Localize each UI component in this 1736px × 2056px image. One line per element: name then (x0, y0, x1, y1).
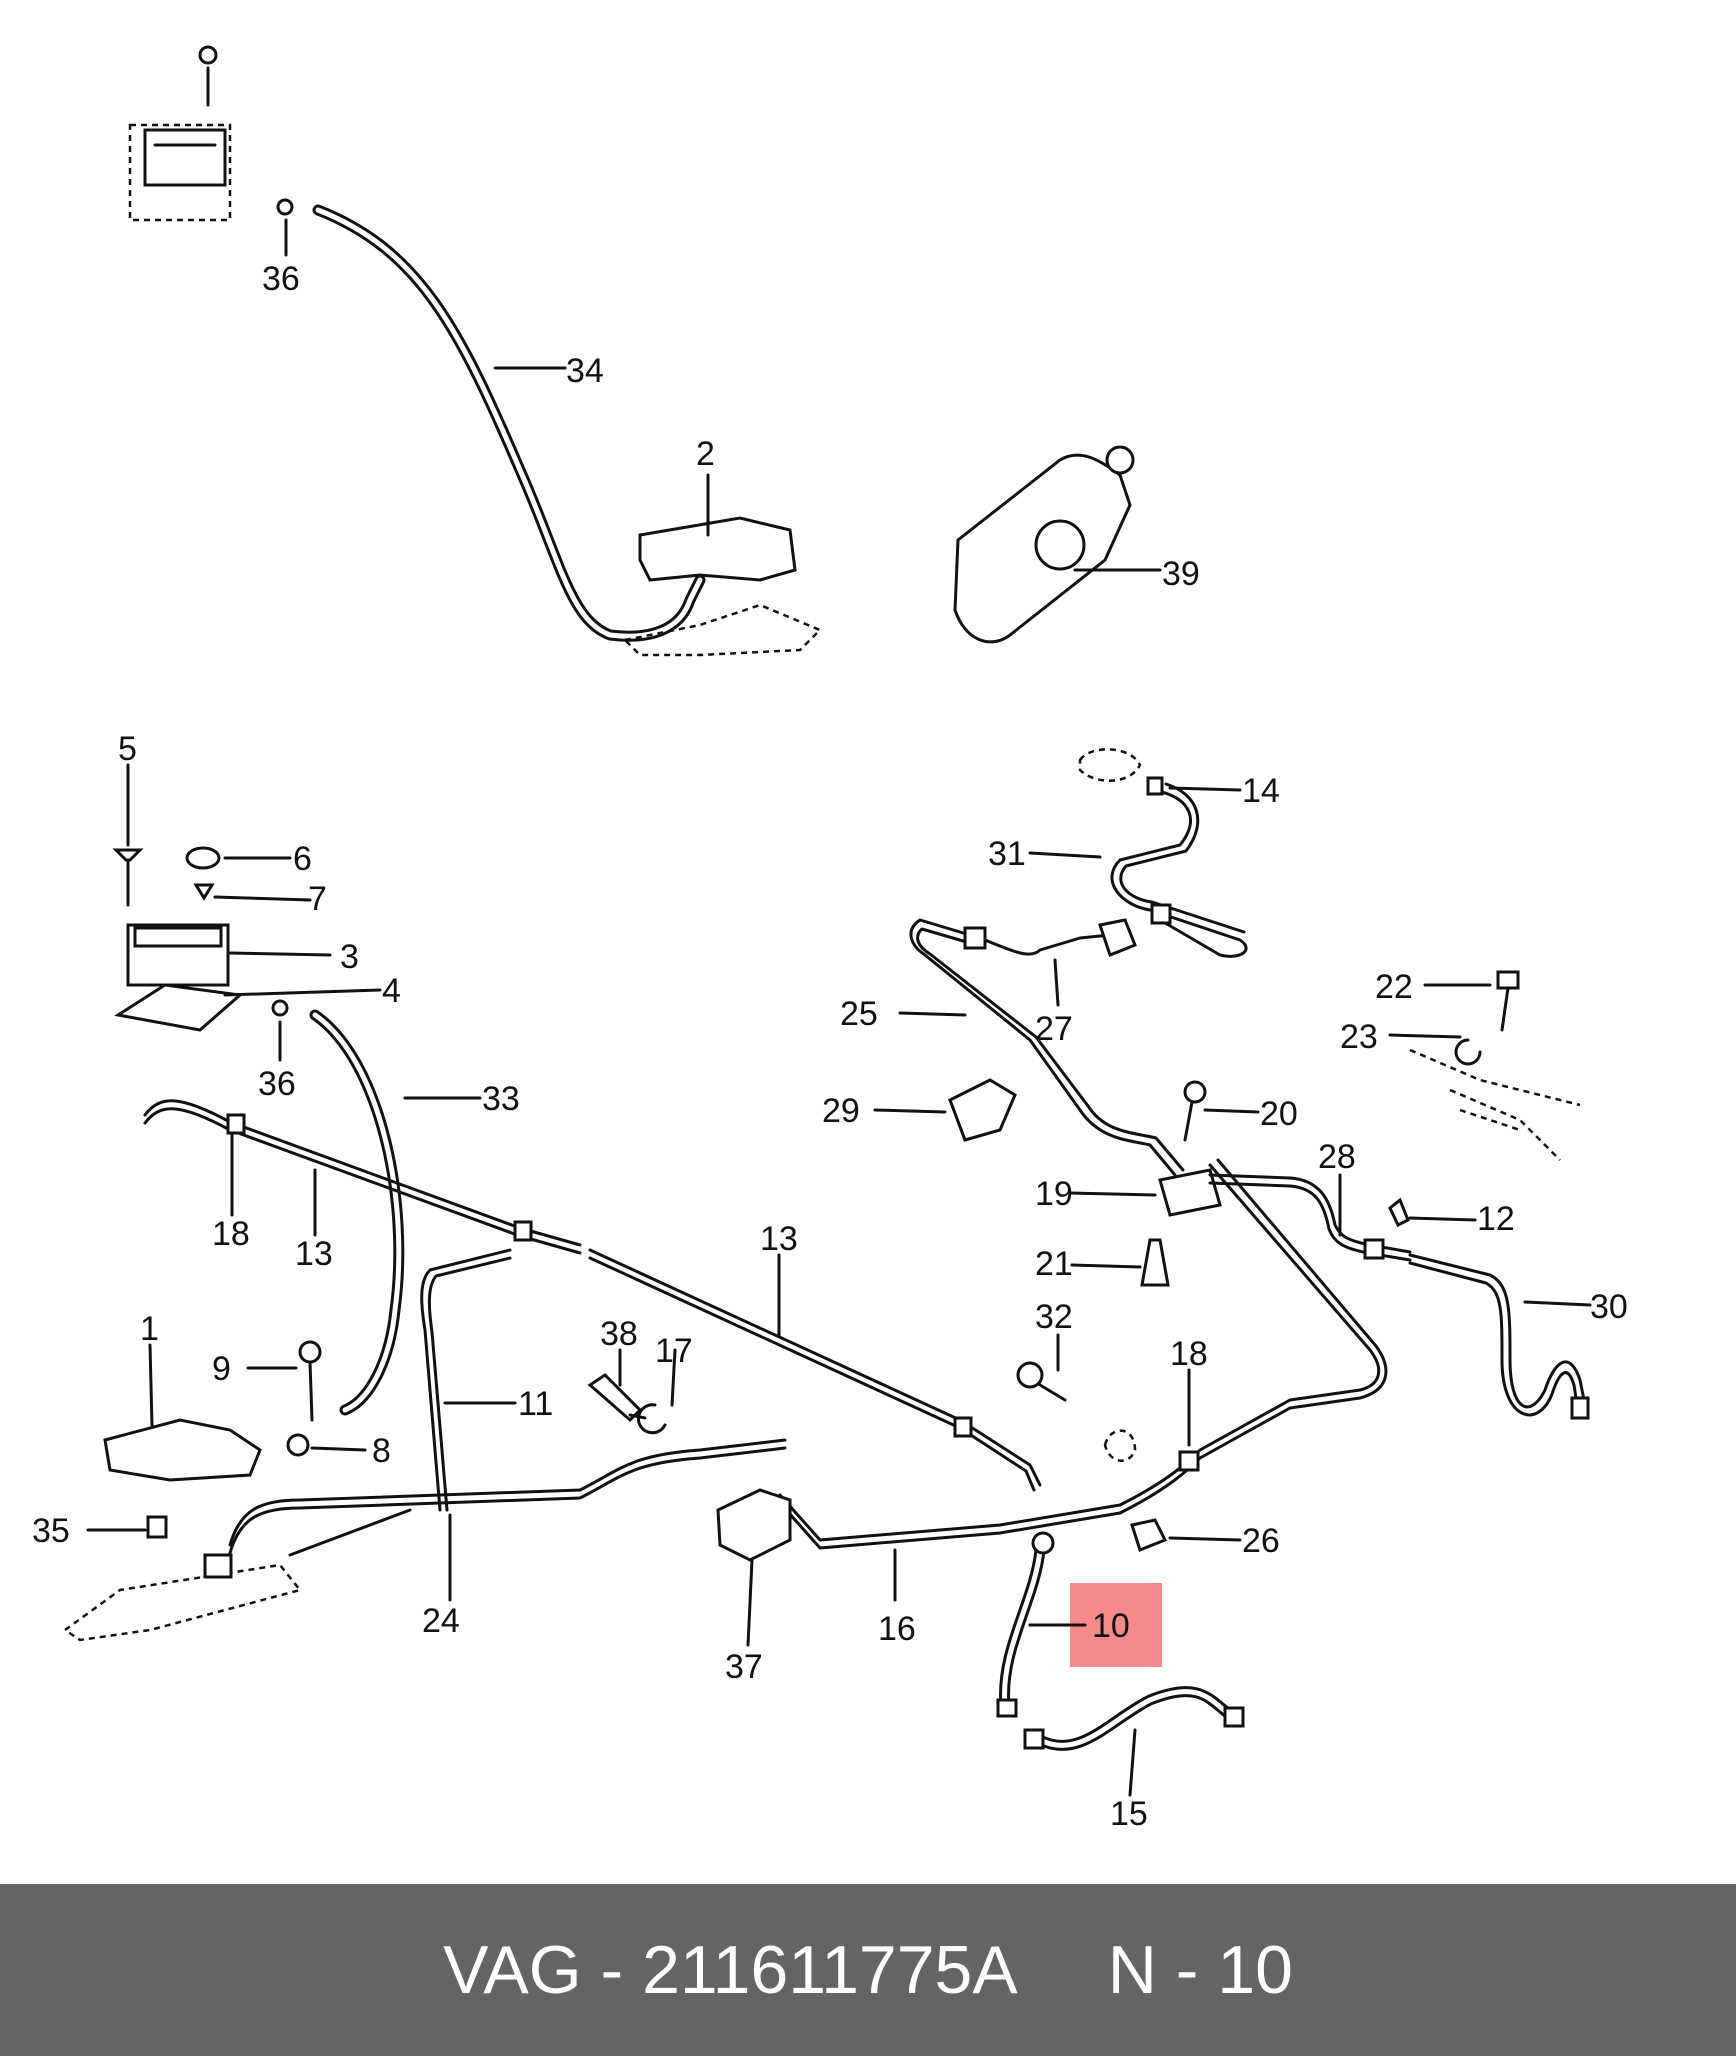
label-12: 12 (1477, 1200, 1515, 1238)
brake-line-11 (420, 1248, 517, 1512)
label-2: 2 (696, 435, 715, 473)
screw-21 (1070, 1238, 1170, 1287)
label-30: 30 (1590, 1288, 1628, 1326)
brake-line-30 (1408, 1253, 1592, 1420)
hose-33 (309, 1009, 482, 1416)
label-11: 11 (518, 1385, 553, 1423)
label-8: 8 (372, 1432, 391, 1470)
label-33: 33 (482, 1080, 520, 1118)
label-25: 25 (840, 995, 878, 1033)
label-18-right: 18 (1170, 1335, 1208, 1373)
gasket-4 (113, 983, 382, 1032)
fitting-7 (193, 883, 312, 902)
bracket-2 (622, 473, 823, 657)
label-18-left: 18 (212, 1215, 250, 1253)
brake-hose-10 (996, 1531, 1087, 1718)
hose-34 (312, 204, 706, 642)
fitting-36-top (276, 198, 294, 257)
reservoir-top (128, 45, 232, 222)
label-27: 27 (1035, 1010, 1073, 1048)
brake-line-16 (778, 1158, 1388, 1602)
label-31: 31 (988, 835, 1026, 873)
label-37: 37 (725, 1648, 763, 1686)
bracket-1 (103, 1343, 262, 1482)
fitting-14 (1078, 748, 1242, 796)
brake-line-25 (898, 918, 1185, 1177)
label-1: 1 (140, 1310, 159, 1348)
label-17: 17 (655, 1332, 693, 1370)
label-3: 3 (340, 938, 359, 976)
pressure-regulator-37 (716, 1488, 792, 1647)
dashed-mark-mid (1103, 1429, 1137, 1462)
label-21: 21 (1035, 1245, 1073, 1283)
brake-line-27 (983, 918, 1137, 1007)
label-20: 20 (1260, 1095, 1298, 1133)
bolt-22 (1423, 970, 1520, 1032)
label-14: 14 (1242, 772, 1280, 810)
bolt-38 (587, 1348, 647, 1423)
label-29: 29 (822, 1092, 860, 1130)
label-38: 38 (600, 1315, 638, 1353)
part-number-footer: VAG - 211611775A N - 10 (0, 1884, 1736, 2056)
parts-diagram: 36 34 2 39 5 6 7 3 4 36 33 18 13 13 14 3… (32, 45, 1628, 1833)
bracket-29 (873, 1078, 1017, 1142)
label-23: 23 (1340, 1018, 1378, 1056)
part-number-text: VAG - 211611775A (443, 1932, 1018, 2008)
label-34: 34 (566, 352, 604, 390)
label-16: 16 (878, 1610, 916, 1648)
label-32: 32 (1035, 1298, 1073, 1336)
clip-17 (636, 1348, 677, 1435)
clip-26 (1130, 1518, 1242, 1552)
brake-line-31 (1028, 782, 1248, 958)
clip-12 (1388, 1197, 1477, 1228)
reservoir-3 (126, 923, 332, 987)
label-36-top: 36 (262, 260, 300, 298)
label-7: 7 (308, 880, 327, 918)
nut-8 (286, 1433, 367, 1457)
label-22: 22 (1375, 968, 1413, 1006)
label-39: 39 (1162, 555, 1200, 593)
label-5: 5 (118, 730, 137, 768)
label-26: 26 (1242, 1522, 1280, 1560)
label-28: 28 (1318, 1138, 1356, 1176)
label-10: 10 (1092, 1607, 1130, 1645)
label-24: 24 (422, 1602, 460, 1640)
label-36-mid: 36 (258, 1065, 296, 1103)
label-13-left: 13 (295, 1235, 333, 1273)
label-13-mid: 13 (760, 1220, 798, 1258)
cap-6 (185, 846, 292, 870)
brake-line-13-mid (588, 1248, 1042, 1492)
label-4: 4 (382, 972, 401, 1010)
label-15: 15 (1110, 1795, 1148, 1833)
label-9: 9 (212, 1350, 231, 1388)
label-35: 35 (32, 1512, 70, 1550)
plug-35 (86, 1515, 168, 1539)
brake-line-24 (228, 1438, 787, 1602)
brake-line-28 (1208, 1173, 1412, 1262)
label-19: 19 (1035, 1175, 1073, 1213)
brake-line-13-left (143, 1099, 582, 1255)
brake-hose-15 (1023, 1686, 1245, 1797)
washer-23 (1388, 1033, 1581, 1161)
brake-fluid-bottle-39 (953, 445, 1162, 644)
t-piece-19 (1068, 1168, 1222, 1217)
bleeder-20 (1183, 1080, 1260, 1142)
master-cylinder (62, 1508, 412, 1642)
screw-9 (246, 1340, 322, 1422)
fitting-36-mid (271, 999, 289, 1062)
screw-32 (1016, 1333, 1067, 1402)
position-text: N - 10 (1107, 1932, 1293, 2008)
screw-5 (112, 763, 144, 907)
label-6: 6 (293, 840, 312, 878)
